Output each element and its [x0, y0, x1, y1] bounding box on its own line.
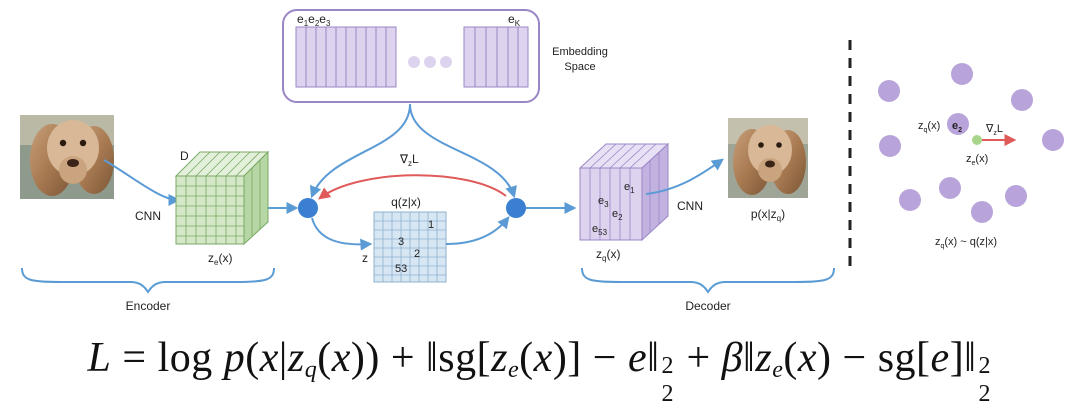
embedding-vector-labels: e1e2e3 — [297, 12, 331, 28]
left-node — [298, 198, 318, 218]
e2-label: e2 — [952, 120, 962, 134]
zq-label: zq(x) — [918, 120, 940, 134]
encoder-latent-label: ze(x) — [208, 251, 232, 267]
encoder-cnn-label: CNN — [135, 209, 161, 223]
decoder-cnn-label: CNN — [677, 199, 703, 213]
encoder-latent-cube: D ze(x) — [174, 149, 270, 267]
codebook-points — [878, 63, 1064, 223]
decoder-cell-e2: e2 — [612, 208, 623, 222]
arrow-input-to-encoder — [103, 159, 181, 206]
right-panel-caption: zq(x) ~ q(z|x) — [935, 236, 997, 250]
output-label: p(x|zq) — [751, 207, 785, 223]
embedding-bars-left — [295, 26, 397, 88]
gradient-label: ∇zL — [399, 152, 419, 168]
embedding-space-title-2: Space — [564, 61, 595, 73]
arrow-embedding-to-left-node — [309, 103, 411, 199]
decoder-cell-e53: e53 — [592, 223, 608, 237]
decoder-cell-e1: e1 — [624, 181, 635, 195]
arrow-embedding-to-right-node — [409, 103, 517, 199]
decoder-cell-e3: e3 — [598, 195, 609, 209]
decoder-latent-label: zq(x) — [596, 247, 620, 263]
quantizer-cell-1: 1 — [428, 219, 434, 231]
input-dog-image — [20, 115, 114, 199]
decoder-section-label: Decoder — [685, 299, 730, 313]
right-node — [506, 198, 526, 218]
quantizer-cell-2: 2 — [414, 248, 420, 260]
encoder-section-label: Encoder — [126, 299, 171, 313]
encoder-brace — [21, 267, 275, 294]
quantizer-cell-3: 3 — [398, 236, 404, 248]
encoder-dim-label: D — [180, 149, 189, 163]
arrow-node-to-quantizer — [311, 217, 373, 251]
arrow-decoder-to-output — [645, 158, 724, 195]
arrow-quantizer-to-node — [445, 216, 510, 245]
gradient-arrow — [318, 174, 507, 200]
embedding-bars-right — [463, 26, 529, 88]
embedding-last-label: eK — [508, 12, 521, 28]
embedding-ellipsis — [408, 56, 452, 68]
quantizer-z-label: z — [362, 251, 368, 265]
quantizer-cell-53: 53 — [395, 263, 407, 275]
decoder-brace — [581, 267, 835, 294]
encoder-output-point — [972, 135, 982, 145]
right-gradient-label: ∇zL — [985, 123, 1003, 137]
embedding-space-title: Embedding — [552, 46, 608, 58]
quantizer-title: q(z|x) — [391, 195, 421, 209]
decoder-latent-cube: e1 e3 e2 e53 zq(x) — [578, 142, 670, 263]
output-dog-image — [728, 118, 808, 198]
quantizer-grid: q(z|x) 1 3 2 53 z — [362, 195, 447, 283]
embedding-space: e1e2e3 eK Embedding Space — [282, 9, 608, 103]
ze-label: ze(x) — [966, 153, 988, 167]
